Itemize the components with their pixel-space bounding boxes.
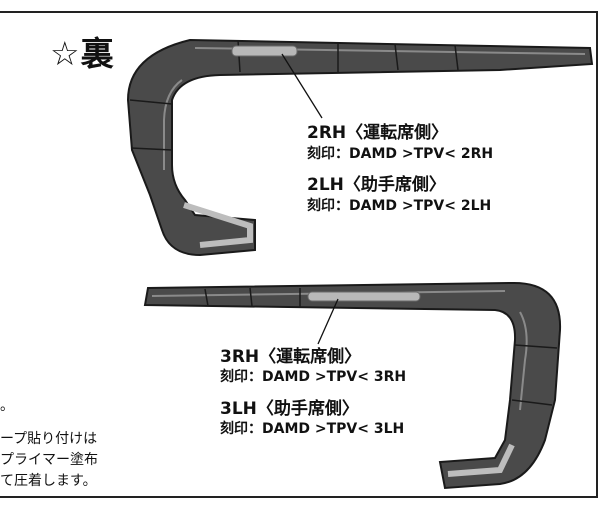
frame-right-border xyxy=(596,11,598,497)
part-2lh-marking: 刻印：DAMD >TPV< 2LH xyxy=(307,198,492,214)
part-3rh-marking: 刻印：DAMD >TPV< 3RH xyxy=(220,369,407,385)
lower-leader-line xyxy=(317,298,339,345)
lower-tape-strip xyxy=(307,291,421,302)
part-3lh-title: 3LH〈助手席側〉 xyxy=(220,399,359,419)
part-2rh-marking: 刻印：DAMD >TPV< 2RH xyxy=(307,146,494,162)
part-3lh-marking: 刻印：DAMD >TPV< 3LH xyxy=(220,421,405,437)
side-note-line-2: ープ貼り付けは xyxy=(0,431,98,447)
back-side-heading: ☆裏 xyxy=(50,34,115,73)
frame-bottom-border xyxy=(0,496,598,498)
lower-weatherstrip-part xyxy=(143,281,562,490)
side-note-line-4: て圧着します。 xyxy=(0,473,97,489)
lower-part-body xyxy=(143,281,562,490)
side-note-line-3: プライマー塗布 xyxy=(0,452,98,468)
frame-top-border xyxy=(0,11,597,13)
side-note-line-1: 。 xyxy=(0,398,14,414)
part-2rh-title: 2RH〈運転席側〉 xyxy=(307,123,449,143)
upper-weatherstrip-part xyxy=(126,38,594,257)
upper-leader-line xyxy=(281,53,323,119)
part-2lh-title: 2LH〈助手席側〉 xyxy=(307,175,446,195)
part-3rh-title: 3RH〈運転席側〉 xyxy=(220,347,362,367)
upper-part-body xyxy=(126,38,594,257)
upper-tape-strip xyxy=(231,45,298,57)
